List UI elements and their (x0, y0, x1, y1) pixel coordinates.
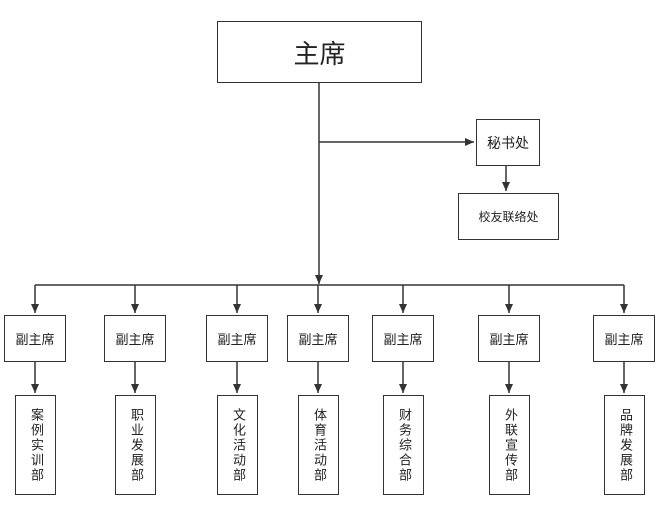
vice-chair-box-1: 副主席 (4, 315, 66, 362)
department-box-5: 财务综合部 (383, 395, 424, 495)
vice-chair-box-6: 副主席 (478, 315, 540, 362)
department-box-4: 体育活动部 (298, 395, 339, 495)
vice-chair-box-3: 副主席 (206, 315, 268, 362)
department-box-6: 外联宣传部 (489, 395, 530, 495)
alumni-office-box: 校友联络处 (458, 193, 559, 240)
department-box-7: 品牌发展部 (604, 395, 645, 495)
vice-chair-box-7: 副主席 (593, 315, 655, 362)
secretariat-box: 秘书处 (476, 119, 540, 166)
department-box-2: 职业发展部 (115, 395, 156, 495)
department-box-1: 案例实训部 (15, 395, 56, 495)
vice-chair-box-4: 副主席 (287, 315, 349, 362)
vice-chair-box-2: 副主席 (104, 315, 166, 362)
department-box-3: 文化活动部 (217, 395, 258, 495)
vice-chair-box-5: 副主席 (372, 315, 434, 362)
chairman-box: 主席 (217, 21, 422, 83)
